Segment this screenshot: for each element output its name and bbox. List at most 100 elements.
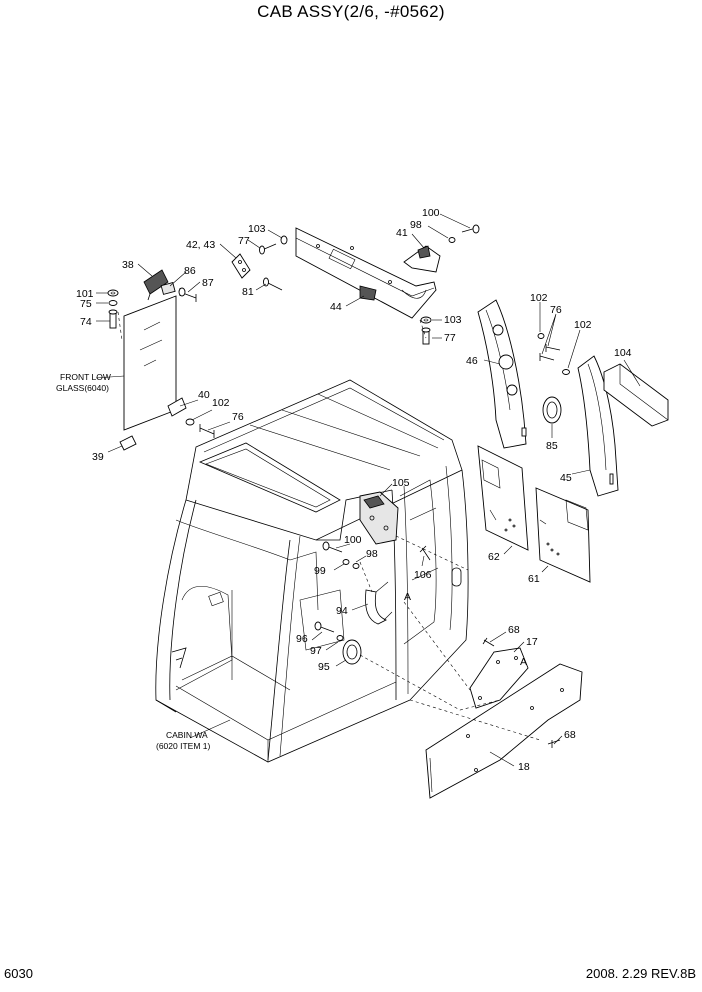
latch-39	[119, 435, 137, 451]
leader-lines	[95, 213, 641, 767]
label-76-b: 76	[232, 411, 244, 423]
label-68-top: 68	[508, 624, 520, 636]
bolt-68-top	[482, 637, 495, 647]
label-74: 74	[80, 316, 92, 328]
label-42-43: 42, 43	[186, 239, 215, 251]
part-labels: 38 86 87 101 75 74 42, 43 77 103 81 44 1…	[56, 207, 632, 773]
label-68-bottom: 68	[564, 729, 576, 741]
bolt-77-mid	[421, 327, 431, 345]
label-96: 96	[296, 633, 308, 645]
trim-panel-46	[477, 299, 527, 449]
bolt-76-right	[539, 344, 561, 361]
front-low-glass	[123, 295, 177, 431]
label-98-mid: 98	[366, 548, 378, 560]
bolt-68-bottom	[547, 739, 561, 748]
washer-97	[336, 635, 344, 641]
washer-98-mid	[352, 563, 360, 569]
label-76-a: 76	[550, 304, 562, 316]
pad-104	[603, 363, 669, 427]
note-front-low-glass-line2: GLASS(6040)	[56, 383, 109, 393]
washer-101	[107, 289, 119, 297]
label-86: 86	[184, 265, 196, 277]
label-38: 38	[122, 259, 134, 271]
label-61: 61	[528, 573, 540, 585]
label-94: 94	[336, 605, 348, 617]
label-81: 81	[242, 286, 254, 298]
bolt-96	[314, 621, 335, 633]
cabin-frame	[155, 379, 469, 763]
bracket-105	[359, 491, 399, 545]
label-77-top: 77	[238, 235, 250, 247]
label-105: 105	[392, 477, 410, 489]
label-46: 46	[466, 355, 478, 367]
label-101: 101	[76, 288, 94, 300]
label-97: 97	[310, 645, 322, 657]
washer-103-mid	[420, 316, 432, 324]
bolt-100-top	[461, 224, 480, 234]
washer-99	[342, 559, 350, 565]
label-18: 18	[518, 761, 530, 773]
label-104: 104	[614, 347, 632, 359]
ring-85	[542, 396, 562, 424]
note-cabin-wa-line2: (6020 ITEM 1)	[156, 741, 210, 751]
latch-38	[143, 269, 169, 301]
panel-61	[535, 487, 591, 583]
note-cabin-wa-line1: CABIN WA	[166, 730, 208, 740]
label-103-mid: 103	[444, 314, 462, 326]
bracket-41	[403, 245, 441, 273]
label-106: 106	[414, 569, 432, 581]
label-85: 85	[546, 440, 558, 452]
label-87: 87	[202, 277, 214, 289]
cover-17	[469, 647, 529, 709]
label-98-top: 98	[410, 219, 422, 231]
label-45: 45	[560, 472, 572, 484]
trim-panel-45	[577, 355, 619, 497]
label-100-top: 100	[422, 207, 440, 219]
page-title: CAB ASSY(2/6, -#0562)	[257, 2, 445, 21]
washer-102-right	[537, 333, 545, 339]
page-code: 6030	[4, 966, 33, 981]
bolt-77-top	[259, 243, 277, 255]
label-75: 75	[80, 298, 92, 310]
bracket-44	[295, 227, 437, 319]
label-77-mid: 77	[444, 332, 456, 344]
label-A-top: A	[404, 591, 411, 603]
bolt-76-left	[199, 424, 215, 438]
bolt-100-mid	[322, 541, 343, 553]
handle-94	[365, 581, 393, 625]
label-102-a: 102	[530, 292, 548, 304]
panel-62	[477, 445, 529, 551]
bolt-106	[419, 545, 431, 561]
bolt-74	[108, 309, 118, 329]
washer-103-top	[280, 235, 288, 245]
label-41: 41	[396, 227, 408, 239]
revision-date: 2008. 2.29 REV.8B	[585, 966, 696, 981]
latch-40	[167, 397, 187, 417]
label-99: 99	[314, 565, 326, 577]
cover-18	[425, 663, 583, 799]
plate-42-43	[231, 253, 251, 279]
note-front-low-glass-line1: FRONT LOW	[60, 372, 111, 382]
bolt-87	[178, 287, 197, 302]
washer-102-left	[185, 418, 195, 426]
label-62: 62	[488, 551, 500, 563]
label-44: 44	[330, 301, 342, 313]
latch-86	[160, 282, 176, 295]
bolt-81	[263, 277, 283, 291]
label-95: 95	[318, 661, 330, 673]
plate-95	[342, 639, 362, 665]
label-102-c: 102	[212, 397, 230, 409]
label-103-top: 103	[248, 223, 266, 235]
label-39: 39	[92, 451, 104, 463]
assembly-lines	[117, 311, 541, 741]
label-A-bottom: A	[520, 656, 527, 668]
label-102-b: 102	[574, 319, 592, 331]
label-40: 40	[198, 389, 210, 401]
washer-98-top	[448, 237, 456, 243]
washer-102-far	[562, 369, 570, 375]
label-100-mid: 100	[344, 534, 362, 546]
label-17: 17	[526, 636, 538, 648]
washer-75	[108, 300, 118, 306]
